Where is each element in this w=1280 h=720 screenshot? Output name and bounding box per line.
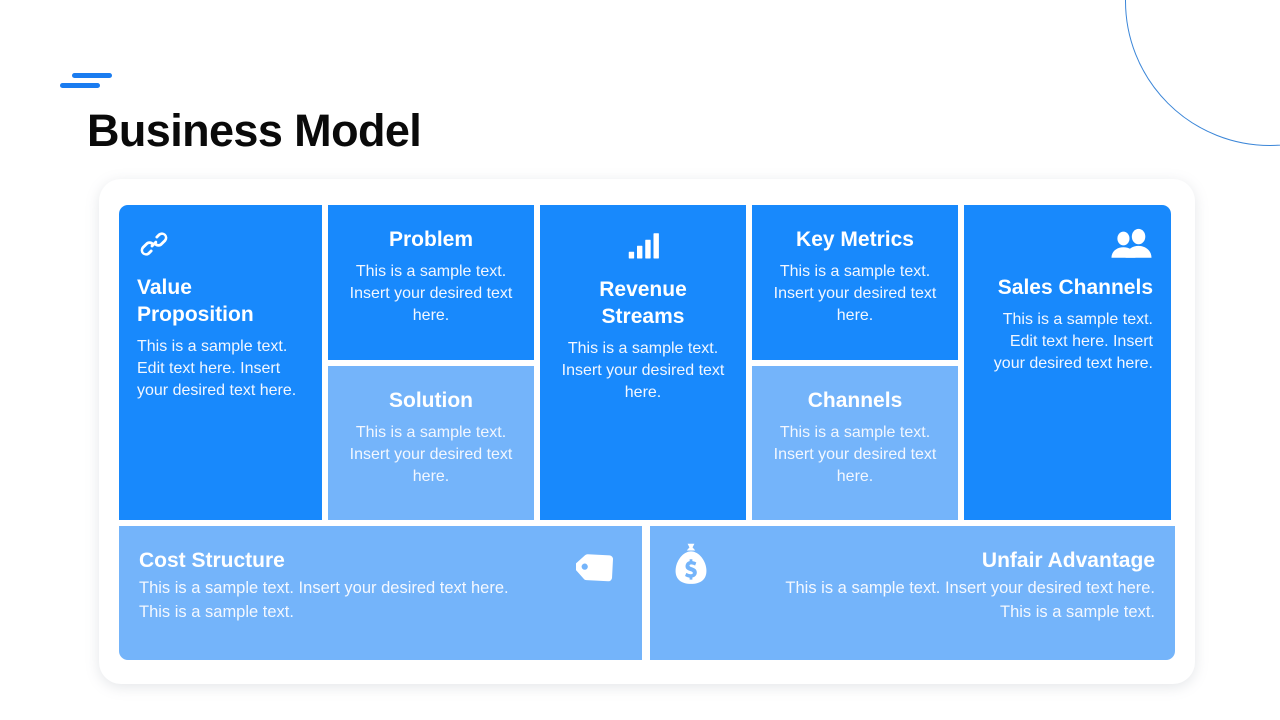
card-title: Solution <box>389 389 473 412</box>
card-body: This is a sample text. Insert your desir… <box>349 423 513 486</box>
board-inner: Value Proposition This is a sample text.… <box>119 205 1175 660</box>
column-problem-solution: Problem This is a sample text. Insert yo… <box>328 205 534 520</box>
cost-structure-text: Cost Structure This is a sample text. In… <box>139 548 622 624</box>
money-bag-icon <box>670 540 712 588</box>
bar-chart-icon <box>558 227 728 263</box>
card-body: This is a sample text. Insert your desir… <box>785 579 1155 621</box>
unfair-advantage-text: Unfair Advantage This is a sample text. … <box>670 548 1155 624</box>
link-icon <box>137 227 304 261</box>
people-icon <box>982 227 1153 261</box>
card-body: This is a sample text. Insert your desir… <box>349 262 513 325</box>
accent-bar-bottom <box>60 83 100 88</box>
card-title: Value Proposition <box>137 276 254 326</box>
card-cost-structure[interactable]: Cost Structure This is a sample text. In… <box>119 526 642 660</box>
card-key-metrics[interactable]: Key Metrics This is a sample text. Inser… <box>752 205 958 360</box>
tag-icon <box>576 546 620 590</box>
card-title: Revenue Streams <box>599 278 687 328</box>
card-title: Unfair Advantage <box>981 549 1155 572</box>
card-body: This is a sample text. Edit text here. I… <box>993 310 1153 373</box>
column-sales-channels: Sales Channels This is a sample text. Ed… <box>964 205 1171 520</box>
card-revenue-streams[interactable]: Revenue Streams This is a sample text. I… <box>540 205 746 520</box>
card-title: Cost Structure <box>139 549 285 572</box>
card-title: Sales Channels <box>997 276 1153 299</box>
top-row: Value Proposition This is a sample text.… <box>119 205 1175 520</box>
business-model-board: Value Proposition This is a sample text.… <box>99 179 1195 684</box>
card-sales-channels[interactable]: Sales Channels This is a sample text. Ed… <box>964 205 1171 520</box>
card-body: This is a sample text. Insert your desir… <box>139 579 509 621</box>
card-unfair-advantage[interactable]: Unfair Advantage This is a sample text. … <box>650 526 1175 660</box>
decorative-circle-outline <box>1125 0 1280 146</box>
title-accent-bars-icon <box>60 70 116 94</box>
card-body: This is a sample text. Insert your desir… <box>773 262 937 325</box>
column-value-proposition: Value Proposition This is a sample text.… <box>119 205 322 520</box>
card-title: Problem <box>388 228 474 251</box>
bottom-row: Cost Structure This is a sample text. In… <box>119 526 1175 660</box>
card-body: This is a sample text. Edit text here. I… <box>137 337 297 399</box>
accent-bar-top <box>72 73 112 78</box>
card-body: This is a sample text. Insert your desir… <box>773 423 937 486</box>
column-key-metrics-channels: Key Metrics This is a sample text. Inser… <box>752 205 958 520</box>
card-channels[interactable]: Channels This is a sample text. Insert y… <box>752 366 958 520</box>
card-solution[interactable]: Solution This is a sample text. Insert y… <box>328 366 534 520</box>
card-title: Channels <box>807 389 903 412</box>
page-title: Business Model <box>87 105 422 156</box>
card-problem[interactable]: Problem This is a sample text. Insert yo… <box>328 205 534 360</box>
card-value-proposition[interactable]: Value Proposition This is a sample text.… <box>119 205 322 520</box>
column-revenue-streams: Revenue Streams This is a sample text. I… <box>540 205 746 520</box>
card-title: Key Metrics <box>796 228 914 251</box>
card-body: This is a sample text. Insert your desir… <box>561 339 725 401</box>
